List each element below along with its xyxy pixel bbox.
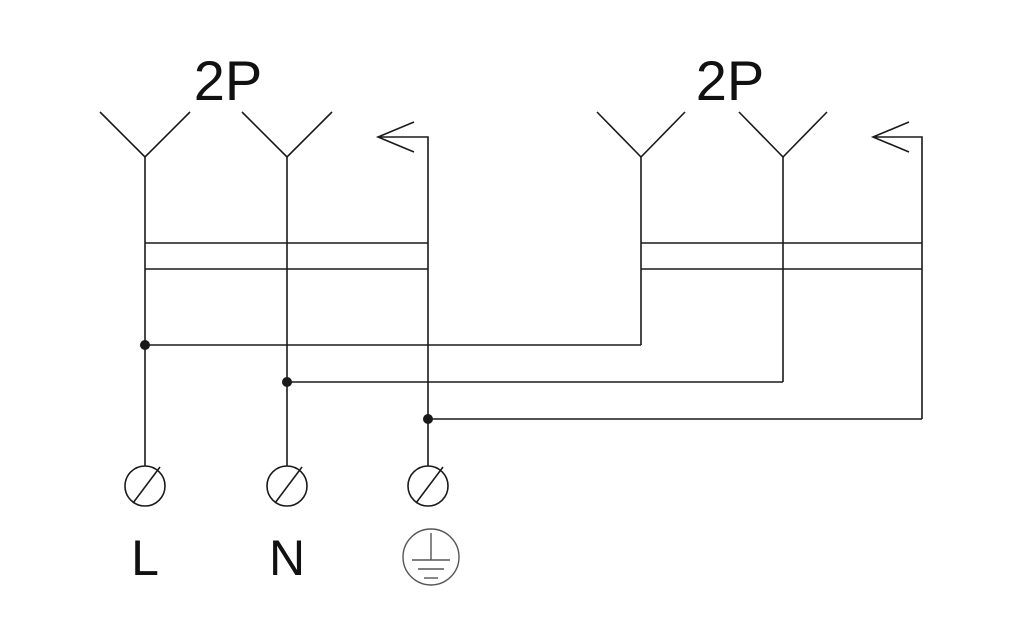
- terminal-live-circle: [124, 465, 166, 507]
- terminal-earth-circle: [407, 465, 449, 507]
- socket-right-title: 2P: [696, 49, 765, 112]
- terminal-earth-slash: [415, 466, 444, 504]
- socket-left: 2P: [99, 49, 429, 415]
- socket-left-title: 2P: [194, 49, 263, 112]
- socket-right-contact-2: [738, 111, 828, 159]
- socket-right-earth-arrow: [870, 121, 923, 419]
- socket-left-contact-1: [99, 111, 191, 159]
- terminal-live: L: [124, 465, 166, 586]
- terminal-neutral: N: [266, 465, 308, 586]
- socket-left-contact-2: [241, 111, 333, 159]
- protective-earth-icon: [402, 528, 460, 586]
- socket-right-contact-1: [596, 111, 686, 159]
- terminal-neutral-label: N: [269, 530, 305, 586]
- interconnect-wires: [140, 340, 922, 466]
- terminal-neutral-slash: [274, 466, 303, 504]
- terminal-live-slash: [132, 466, 161, 504]
- socket-left-earth-arrow: [375, 121, 429, 415]
- terminal-earth: [402, 465, 460, 586]
- terminal-live-label: L: [131, 530, 159, 586]
- terminal-neutral-circle: [266, 465, 308, 507]
- socket-right: 2P: [596, 49, 923, 419]
